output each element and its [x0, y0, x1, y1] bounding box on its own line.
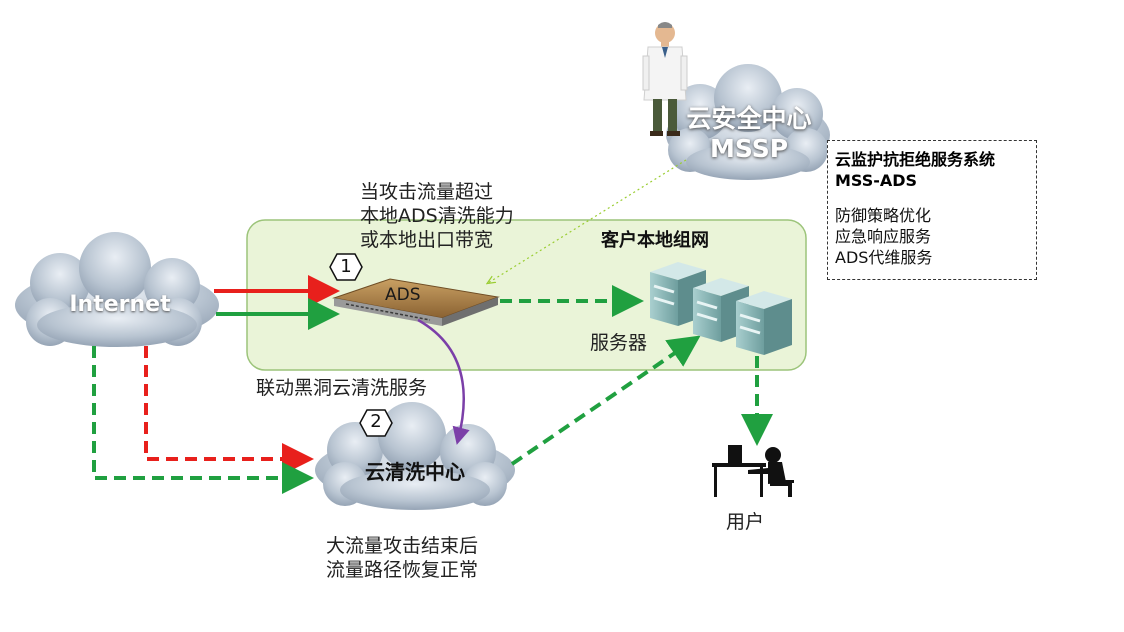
recovery-line: 流量路径恢复正常: [326, 559, 479, 581]
linkage-arrow: [417, 318, 470, 445]
service-title-line: 云监护抗拒绝服务系统: [835, 150, 996, 169]
recovery-line: 大流量攻击结束后: [326, 535, 479, 557]
local-network-area: [246, 219, 807, 371]
service-list: 防御策略优化 应急响应服务 ADS代维服务: [835, 205, 1029, 268]
mss-ads-service-box: 云监护抗拒绝服务系统 MSS-ADS 防御策略优化 应急响应服务 ADS代维服务: [827, 140, 1037, 280]
recovery-note: 大流量攻击结束后 流量路径恢复正常: [326, 534, 478, 582]
local-network-title: 客户本地组网: [601, 230, 709, 251]
ads-device-label: ADS: [385, 285, 421, 305]
attack-threshold-line: 或本地出口带宽: [360, 229, 494, 251]
internet-cloud: [15, 232, 219, 347]
expert-figure-icon: [642, 22, 688, 136]
service-item: 应急响应服务: [835, 227, 932, 246]
security-center-cloud: [666, 64, 830, 180]
cleaning-center-label: 云清洗中心: [365, 460, 465, 484]
normal-flow-to-cleaning-center: [92, 346, 314, 494]
security-center-name: 云安全中心: [686, 104, 812, 133]
attack-flow-to-cleaning-center: [144, 346, 314, 475]
attack-threshold-line: 本地ADS清洗能力: [360, 205, 514, 227]
security-center-label: 云安全中心 MSSP: [674, 104, 824, 164]
attack-threshold-line: 当攻击流量超过: [360, 181, 494, 203]
cleaning-center-cloud: [315, 402, 515, 510]
mssp-management-link: [488, 159, 687, 283]
user-label: 用户: [726, 511, 765, 533]
internet-cloud-label: Internet: [69, 292, 171, 317]
server-label: 服务器: [590, 332, 648, 354]
step-2-label: 2: [370, 411, 382, 432]
linkage-note: 联动黑洞云清洗服务: [256, 377, 428, 399]
service-box-title: 云监护抗拒绝服务系统 MSS-ADS: [835, 149, 1029, 191]
step-2-marker: [359, 409, 393, 437]
service-item: 防御策略优化: [835, 206, 932, 225]
ads-device-icon: [332, 278, 500, 326]
service-title-line: MSS-ADS: [835, 171, 918, 190]
user-at-desk-icon: [712, 445, 794, 497]
step-1-label: 1: [340, 256, 352, 277]
attack-threshold-note: 当攻击流量超过 本地ADS清洗能力 或本地出口带宽: [360, 180, 514, 252]
server-cluster-icon: [650, 262, 792, 355]
service-item: ADS代维服务: [835, 248, 933, 267]
step-1-marker: [329, 253, 363, 281]
security-center-code: MSSP: [709, 134, 789, 163]
